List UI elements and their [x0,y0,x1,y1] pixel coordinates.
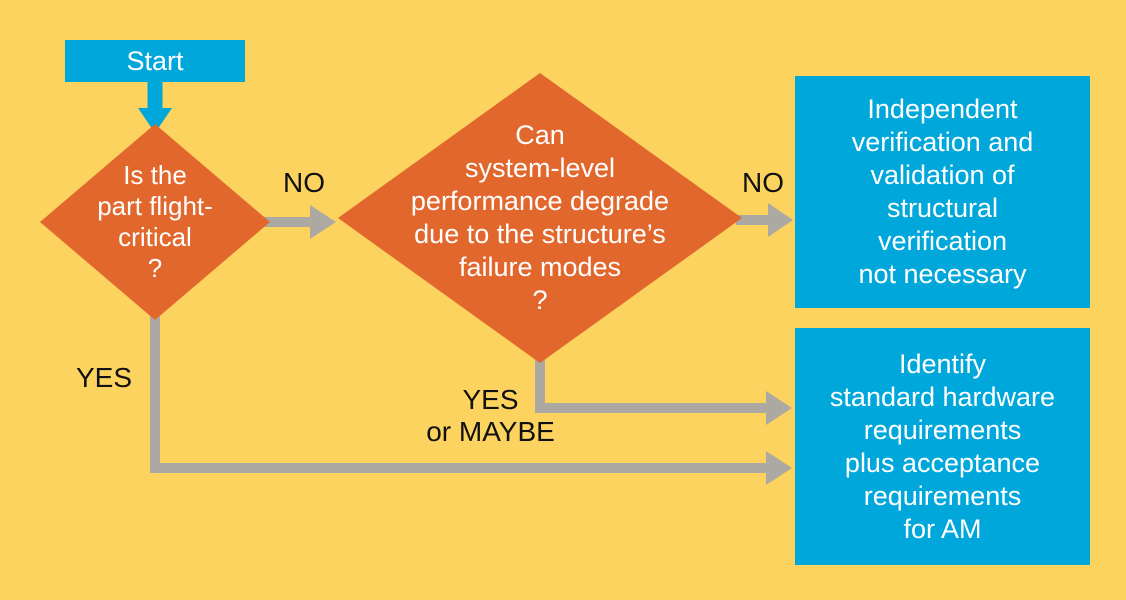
decision-flight-critical-label: Is the part flight- critical ? [97,160,213,283]
decision-performance-degrade-label: Can system-level performance degrade due… [410,120,670,315]
start-arrow [138,80,172,133]
arrow-yes-decision1-to-outcome2 [150,314,792,485]
outcome-verification-not-necessary-label: Independent verification and validation … [851,94,1034,289]
arrow-no-decision1-to-decision2 [264,205,336,239]
edge-label-no-first: NO [283,167,325,198]
arrow-yes-maybe-decision2-to-outcome2 [535,356,792,425]
edge-label-no-second: NO [742,167,784,198]
outcome-verification-not-necessary: Independent verification and validation … [795,76,1090,308]
edge-label-yes-or-maybe: YES or MAYBE [426,384,555,447]
outcome-identify-requirements: Identify standard hardware requirements … [795,328,1090,565]
arrow-no-decision2-to-outcome1 [736,203,793,237]
edge-label-yes: YES [75,362,133,393]
start-node: Start [65,40,245,82]
start-label: Start [126,45,184,76]
outcome-identify-requirements-label: Identify standard hardware requirements … [829,348,1056,544]
